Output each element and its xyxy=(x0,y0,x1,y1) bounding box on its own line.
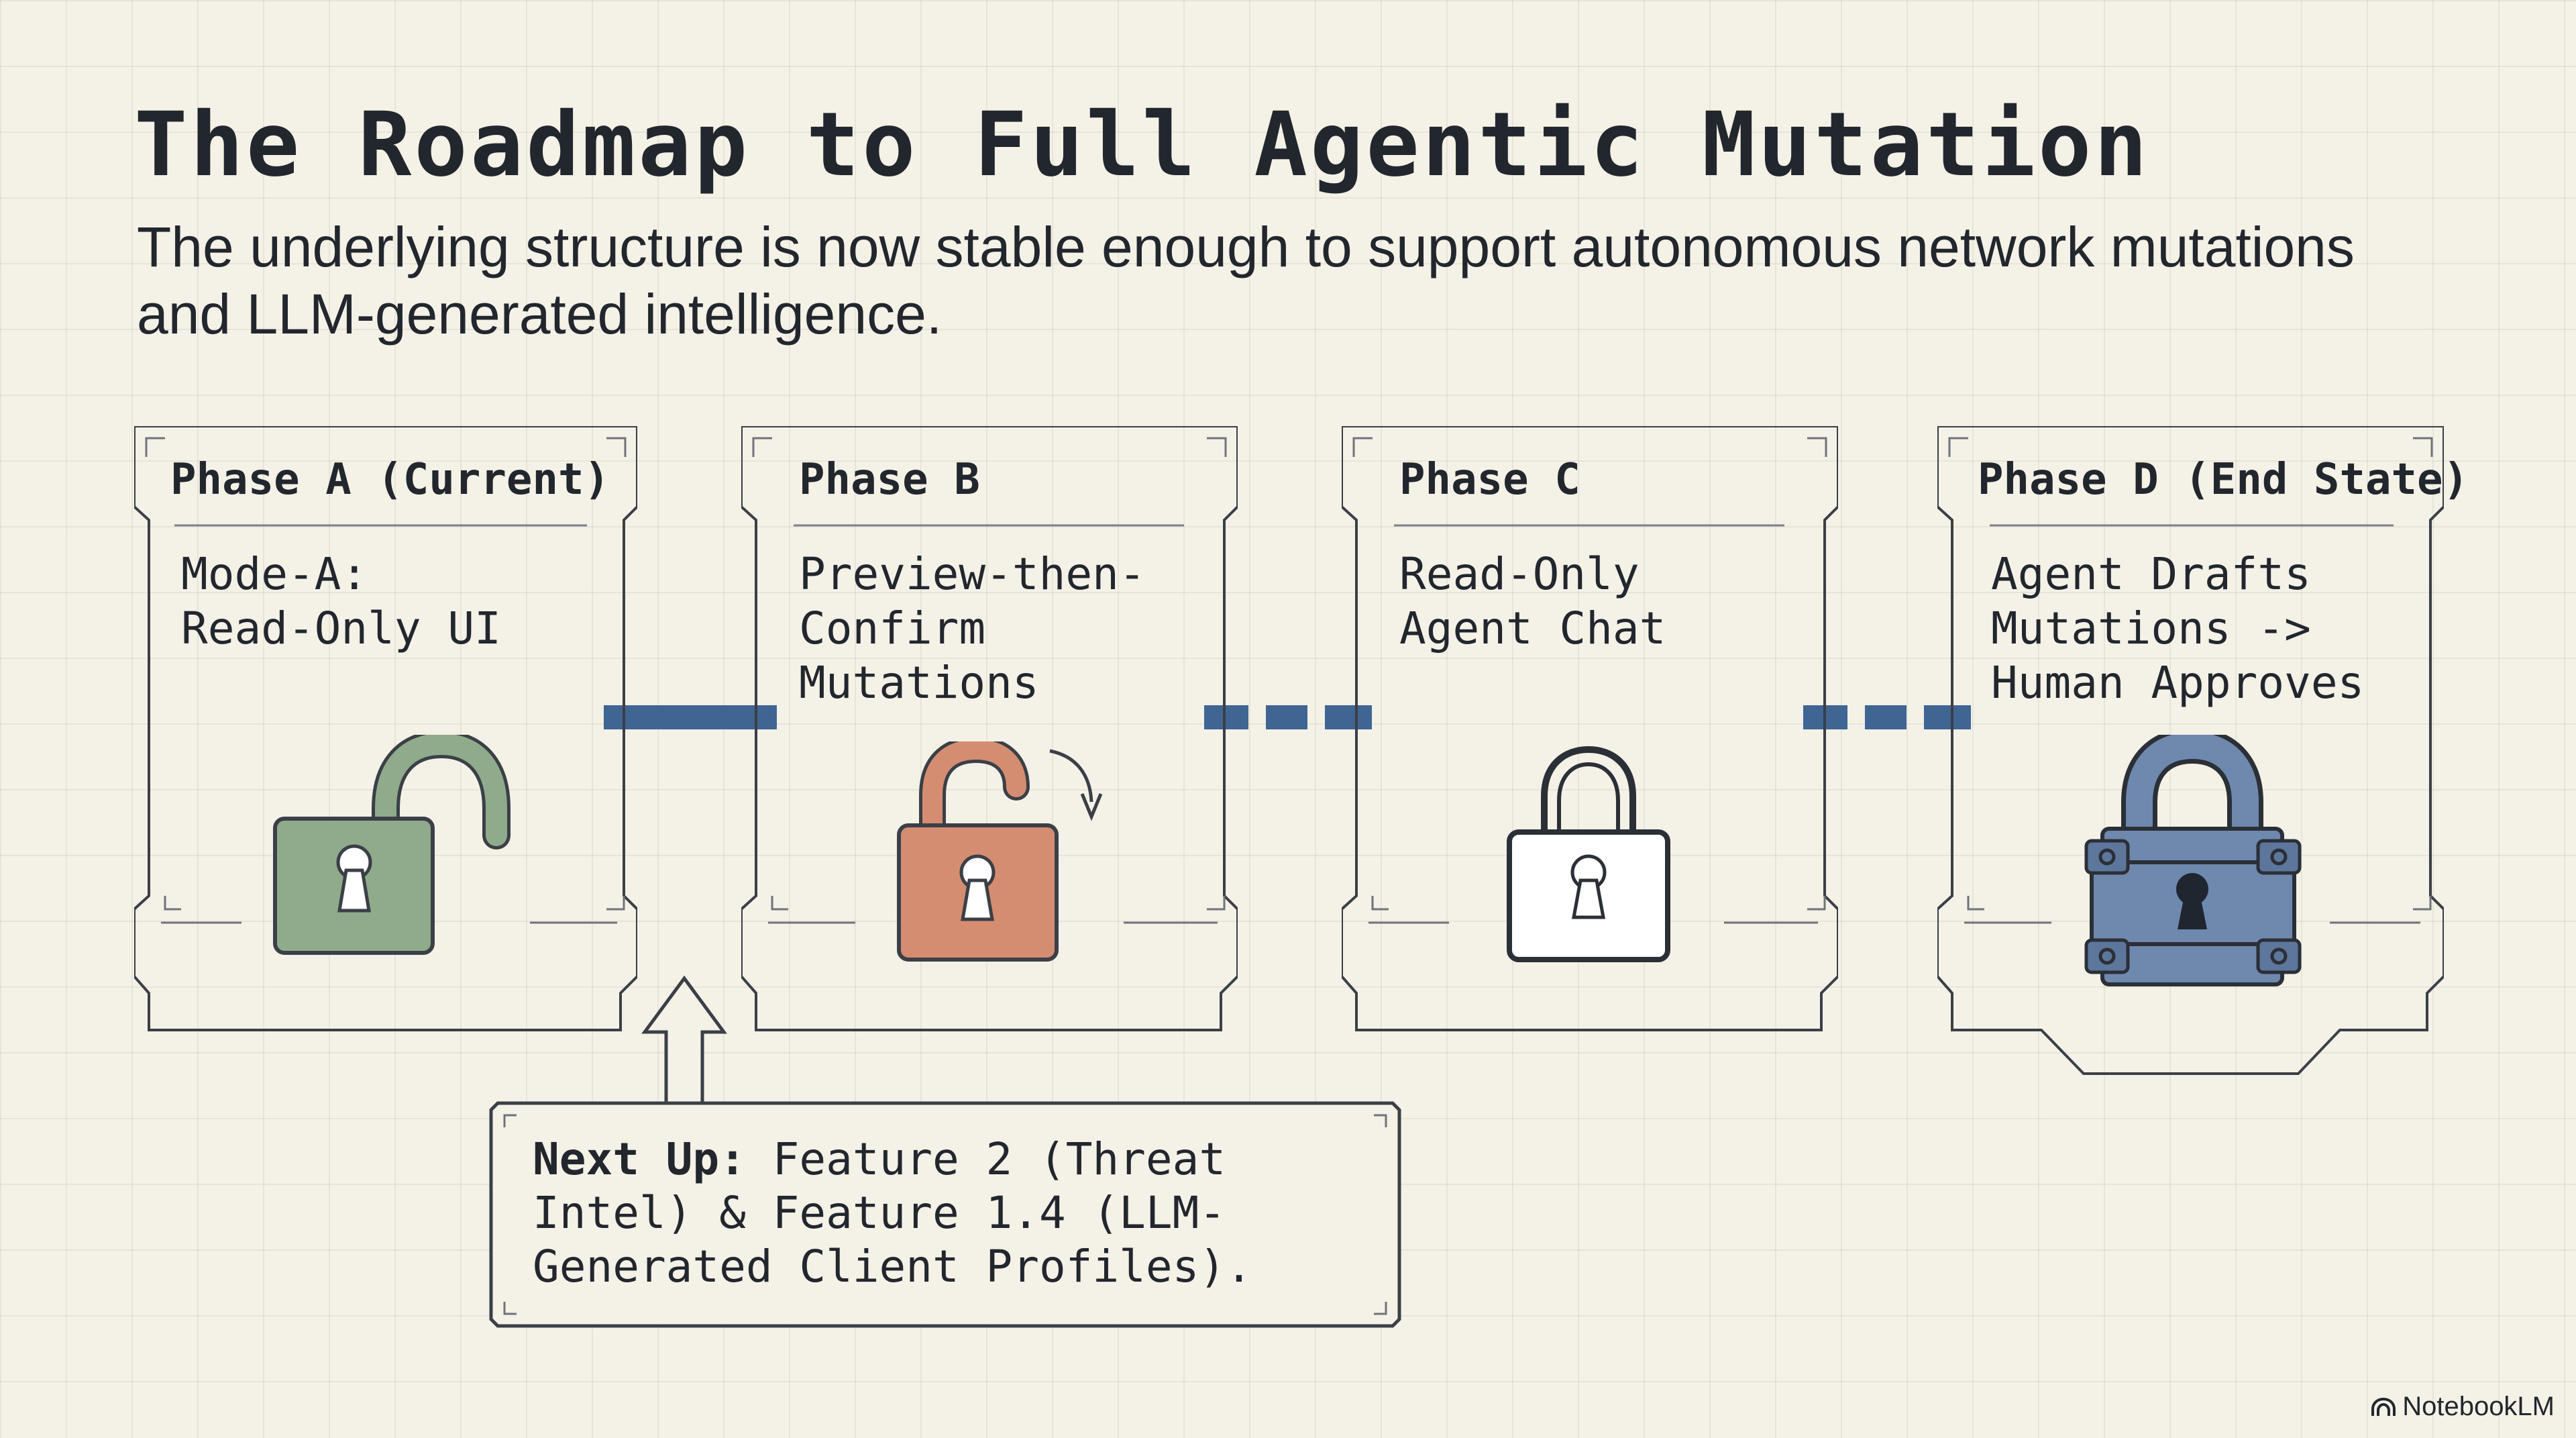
page-title: The Roadmap to Full Agentic Mutation xyxy=(134,93,2150,197)
card-frame xyxy=(1937,426,2444,1075)
reinforced-padlock-icon xyxy=(2084,735,2302,986)
card-frame xyxy=(741,426,1238,1031)
unlocked-padlock-icon xyxy=(273,735,511,955)
phase-description: Read-Only Agent Chat xyxy=(1399,548,1666,654)
next-up-label: Next Up: xyxy=(533,1133,746,1185)
next-up-callout: Next Up: Feature 2 (Threat Intel) & Feat… xyxy=(488,1100,1402,1329)
phase-card-b: Phase B Preview-then- Confirm Mutations xyxy=(741,426,1238,1037)
next-up-arrow xyxy=(641,975,727,1107)
notebooklm-logo-icon xyxy=(2371,1397,2396,1416)
connector-solid-a-b xyxy=(604,705,777,729)
phase-card-a: Phase A (Current) Mode-A: Read-Only UI xyxy=(134,426,637,1037)
phase-title: Phase C xyxy=(1399,455,1580,505)
padlock-outline-icon xyxy=(1507,746,1670,962)
next-up-text: Next Up: Feature 2 (Threat Intel) & Feat… xyxy=(533,1133,1378,1294)
callout-frame xyxy=(489,1101,1401,1328)
unlocking-padlock-icon xyxy=(897,741,1103,962)
brand-label: NotebookLM xyxy=(2402,1392,2555,1421)
card-frame xyxy=(1342,426,1838,1031)
phase-title: Phase D (End State) xyxy=(1978,455,2469,505)
phase-title: Phase A (Current) xyxy=(170,455,610,505)
connector-dashed-b-c xyxy=(1204,705,1372,729)
card-frame xyxy=(134,426,637,1031)
phase-description: Mode-A: Read-Only UI xyxy=(181,548,501,654)
brand-mark: NotebookLM xyxy=(2370,1392,2555,1422)
phase-description: Preview-then- Confirm Mutations xyxy=(799,548,1146,709)
next-up-detail: Feature 2 (Threat Intel) & Feature 1.4 (… xyxy=(533,1133,1252,1292)
page-subtitle: The underlying structure is now stable e… xyxy=(137,215,2355,346)
phase-description: Agent Drafts Mutations -> Human Approves xyxy=(1991,548,2365,709)
phase-card-c: Phase C Read-Only Agent Chat xyxy=(1342,426,1838,1037)
phase-title: Phase B xyxy=(799,455,980,505)
phase-card-d: Phase D (End State) Agent Drafts Mutatio… xyxy=(1937,426,2469,1080)
